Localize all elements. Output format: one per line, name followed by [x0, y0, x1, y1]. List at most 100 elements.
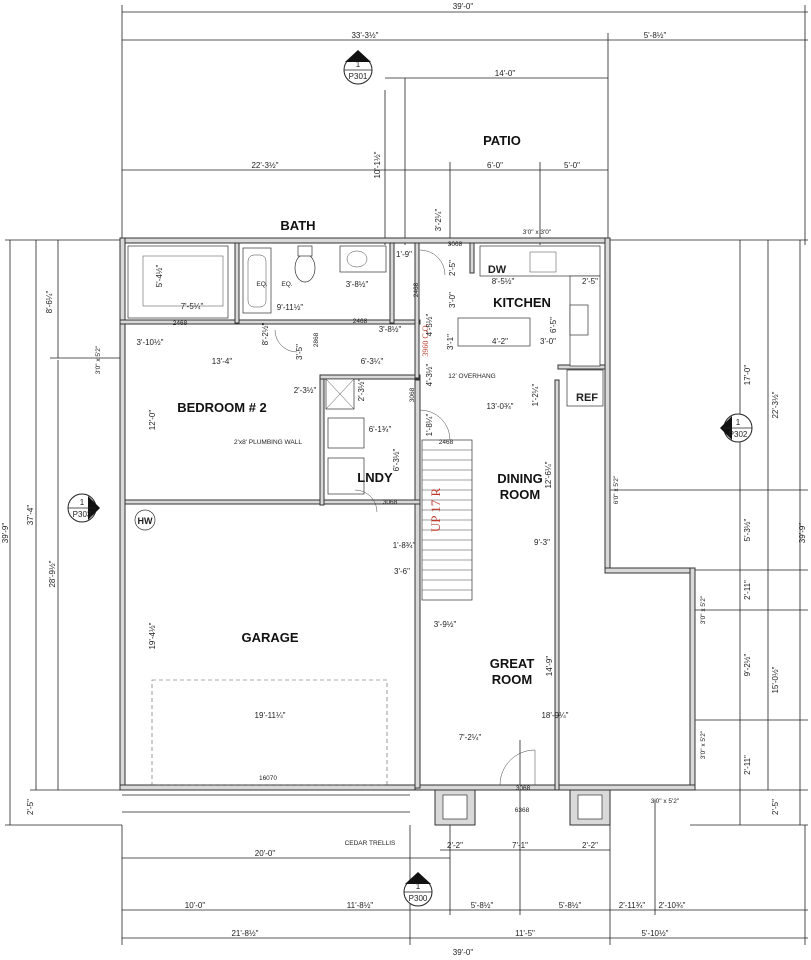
- note-overhang: 12' OVERHANG: [448, 373, 495, 380]
- note-plumbing-wall: 2'x8' PLUMBING WALL: [234, 439, 302, 446]
- note-eq-1: EQ.: [256, 281, 267, 288]
- dim-13-4: 13'-4": [212, 357, 233, 366]
- door-3068-c: 3068: [383, 499, 398, 506]
- dim-1-8: 1'-8¼": [425, 414, 434, 437]
- dim-right-2-5: 2'-5": [771, 799, 780, 815]
- dim-2-3-b: 2'-3½": [357, 379, 366, 402]
- dim-bottom-overall: 39'-0": [453, 948, 474, 957]
- dim-1-9: 1'-9": [396, 250, 412, 259]
- dim-5-10: 5'-10½": [641, 929, 668, 938]
- dim-20-0: 20'-0": [255, 849, 276, 858]
- door-2468-a: 2468: [173, 320, 188, 327]
- callout-bottom-number: 1: [416, 882, 421, 891]
- dim-7-2: 7'-2¼": [459, 733, 482, 742]
- dim-3-8-b: 3'-8½": [379, 325, 402, 334]
- dim-3-10: 3'-10½": [136, 338, 163, 347]
- dim-right-15-0: 15'-0½": [771, 666, 780, 693]
- dim-2-10-q: 2'-10¾": [658, 901, 685, 910]
- callout-top-sheet: P301: [349, 72, 368, 81]
- dim-4-5: 4'-5½": [425, 314, 434, 337]
- interior-walls: [119, 242, 606, 791]
- stair-treads: [422, 449, 472, 591]
- room-dining-line2: ROOM: [500, 487, 540, 502]
- area-patio: PATIO: [483, 133, 521, 148]
- room-great-line2: ROOM: [492, 672, 532, 687]
- room-laundry: LNDY: [357, 470, 393, 485]
- dim-right-9-2: 9'-2½": [743, 654, 752, 677]
- dim-11-5: 11'-5": [515, 929, 535, 938]
- dim-9-3: 9'-3": [534, 538, 550, 547]
- door-2468-b: 2468: [353, 318, 368, 325]
- dim-5-0: 5'-0": [564, 161, 580, 170]
- dim-left-28-9: 28'-9½": [48, 560, 57, 587]
- dim-3-2: 3'-2¼": [434, 209, 443, 232]
- dim-3-6: 3'-6": [394, 567, 410, 576]
- dim-7-1: 7'-1": [512, 841, 528, 850]
- dim-2-2-b: 2'-2": [582, 841, 598, 850]
- section-callout-left: 1 P303: [67, 493, 100, 523]
- room-bedroom-2: BEDROOM # 2: [177, 400, 267, 415]
- dim-5-8-a: 5'-8½": [471, 901, 494, 910]
- callout-right-number: 1: [736, 418, 741, 427]
- dim-19-4: 19'-4½": [148, 622, 157, 649]
- dim-3-8-a: 3'-8½": [346, 280, 369, 289]
- dim-21-8: 21'-8½": [231, 929, 258, 938]
- dim-12-6: 12'-6¼": [544, 461, 553, 488]
- dim-1-8-b: 1'-8¾": [393, 541, 416, 550]
- dim-3-0-k2: 3'-0": [540, 337, 556, 346]
- dim-10-0: 10'-0": [185, 901, 206, 910]
- dim-2-5-k: 2'-5": [448, 260, 457, 276]
- door-2468-d: 2468: [439, 439, 454, 446]
- refrigerator-label: REF: [576, 392, 598, 404]
- window-great-2: 3'0" x 5'2": [700, 730, 707, 759]
- dim-6-3-lndy: 6'-3½": [392, 449, 401, 472]
- dim-1-2: 1'-2¼": [531, 384, 540, 407]
- dim-14-9: 14'-9": [545, 656, 554, 677]
- dim-5-8-b: 5'-8½": [559, 901, 582, 910]
- dim-3-9: 3'-9½": [434, 620, 457, 629]
- dim-2-2-a: 2'-2": [447, 841, 463, 850]
- dim-2-11-q: 2'-11¾": [619, 901, 646, 910]
- callout-top-number: 1: [356, 60, 361, 69]
- dim-left-8-6: 8'-6¼": [45, 291, 54, 314]
- dim-left-2-5: 2'-5": [26, 799, 35, 815]
- dim-4-2: 4'-2": [492, 337, 508, 346]
- door-16070: 16070: [259, 775, 277, 782]
- window-dining: 6'0" x 5'2": [613, 475, 620, 504]
- dim-19-11: 19'-11¼": [255, 711, 286, 720]
- dim-6-1: 6'-1¾": [369, 425, 392, 434]
- notes: 2'x8' PLUMBING WALL 12' OVERHANG CEDAR T…: [234, 281, 496, 847]
- dim-top-a: 33'-3½": [351, 31, 378, 40]
- dim-patio-depth: 10'-1½": [373, 151, 382, 178]
- water-heater-label: HW: [138, 516, 153, 526]
- dim-right-22-3: 22'-3½": [771, 391, 780, 418]
- dim-6-5: 6'-5": [549, 317, 558, 333]
- room-labels: BATH KITCHEN BEDROOM # 2 LNDY DINING ROO…: [138, 133, 599, 687]
- callout-left-sheet: P303: [73, 510, 92, 519]
- dim-5-4: 5'-4½": [155, 265, 164, 288]
- dim-4-3: 4'-3½": [425, 364, 434, 387]
- note-stair-up: UP 17 R: [428, 488, 443, 533]
- window-3030: 3'0" x 3'0": [523, 229, 552, 236]
- dim-3-1: 3'-1": [446, 334, 455, 350]
- dim-right-2-11-b: 2'-11": [743, 755, 752, 775]
- door-3068-b: 3068: [409, 387, 416, 402]
- callout-bottom-sheet: P300: [409, 894, 428, 903]
- room-kitchen: KITCHEN: [493, 295, 551, 310]
- dim-13-0: 13'-0¾": [486, 402, 513, 411]
- section-callout-bottom: 1 P300: [403, 872, 433, 907]
- dim-left-39-9: 39'-9": [1, 523, 10, 544]
- note-vent: 3960 C.O.: [421, 323, 430, 356]
- dimension-lines: [5, 5, 808, 945]
- window-bottom: 3'0" x 5'2": [651, 798, 680, 805]
- window-great-1: 3'0" x 5'2": [700, 595, 707, 624]
- dim-right-17-0: 17'-0": [743, 365, 752, 386]
- door-3068-d: 3068: [516, 785, 531, 792]
- dim-top-b: 5'-8½": [644, 31, 667, 40]
- dim-2-5-r: 2'-5": [582, 277, 598, 286]
- dim-12-0: 12'-0": [148, 410, 157, 431]
- dim-6-0: 6'-0": [487, 161, 503, 170]
- dim-22-3: 22'-3½": [251, 161, 278, 170]
